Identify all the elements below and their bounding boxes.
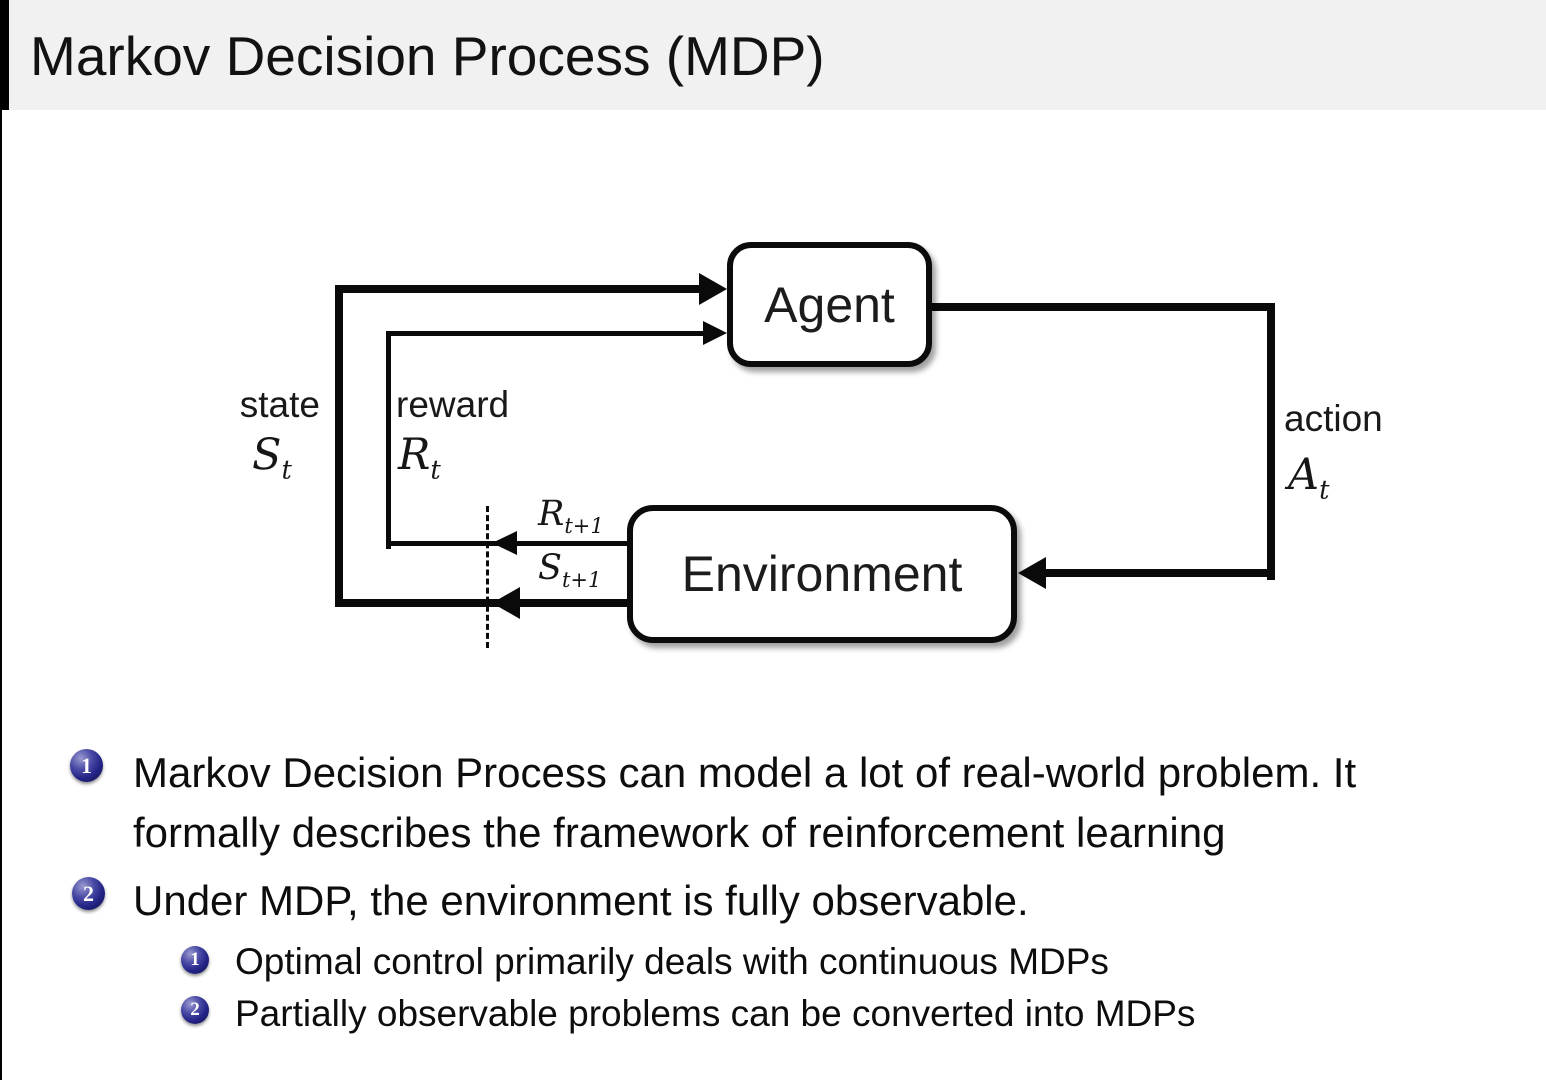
sub-bullet-1-text: Optimal control primarily deals with con… bbox=[235, 941, 1109, 982]
timestep-boundary-dashed-line bbox=[486, 506, 489, 648]
state-line-to-agent bbox=[335, 285, 701, 293]
bullet-2-text: Under MDP, the environment is fully obse… bbox=[133, 877, 1029, 924]
action-label: action bbox=[1284, 398, 1383, 439]
action-arrowhead-into-environment bbox=[1018, 557, 1046, 589]
reward-label: reward bbox=[396, 384, 510, 425]
sub-bullet-2-text: Partially observable problems can be con… bbox=[235, 993, 1196, 1034]
left-edge-bar-top bbox=[0, 0, 9, 110]
state-label: state bbox=[239, 384, 320, 425]
state-symbol: St bbox=[252, 430, 292, 483]
state-arrowhead-into-agent bbox=[699, 273, 727, 305]
next-state-symbol: St+1 bbox=[538, 548, 601, 591]
action-line-vertical bbox=[1267, 303, 1275, 580]
action-symbol-base: A bbox=[1288, 450, 1320, 500]
next-state-arrowhead bbox=[492, 587, 520, 619]
reward-symbol-subscript: t bbox=[430, 455, 441, 486]
environment-node: Environment bbox=[627, 505, 1017, 643]
reward-line-to-agent bbox=[386, 331, 703, 336]
bullet-1-text: Markov Decision Process can model a lot … bbox=[133, 749, 1357, 856]
reward-symbol: Rt bbox=[398, 430, 441, 483]
sub-bullet-2-number-badge: 2 bbox=[181, 996, 209, 1024]
environment-node-label: Environment bbox=[681, 546, 963, 602]
next-reward-symbol-subscript: t+1 bbox=[564, 514, 604, 538]
sub-bullet-1-number-badge: 1 bbox=[181, 946, 209, 974]
next-state-symbol-subscript: t+1 bbox=[561, 568, 602, 592]
action-symbol: At bbox=[1288, 450, 1329, 503]
state-line-vertical bbox=[335, 285, 343, 607]
next-state-symbol-base: S bbox=[538, 548, 562, 588]
action-line-to-environment bbox=[1046, 569, 1275, 577]
reward-arrowhead-into-agent bbox=[703, 321, 727, 345]
next-state-line-from-environment bbox=[335, 599, 627, 607]
title-bar: Markov Decision Process (MDP) bbox=[0, 0, 1546, 110]
agent-node-label: Agent bbox=[764, 276, 895, 333]
state-symbol-subscript: t bbox=[281, 455, 292, 486]
state-symbol-base: S bbox=[252, 430, 282, 480]
next-reward-symbol-base: R bbox=[538, 494, 565, 534]
action-line-from-agent bbox=[932, 303, 1275, 311]
bullet-2-number-badge: 2 bbox=[72, 877, 105, 910]
next-reward-symbol: Rt+1 bbox=[538, 494, 604, 537]
agent-node: Agent bbox=[727, 242, 932, 367]
reward-symbol-base: R bbox=[398, 430, 431, 480]
page-title: Markov Decision Process (MDP) bbox=[30, 25, 825, 87]
reward-line-vertical bbox=[386, 331, 391, 549]
left-edge-bar-bottom bbox=[0, 110, 2, 1080]
action-symbol-subscript: t bbox=[1319, 475, 1330, 506]
next-reward-arrowhead bbox=[492, 531, 517, 555]
bullet-1-number-badge: 1 bbox=[70, 749, 103, 782]
